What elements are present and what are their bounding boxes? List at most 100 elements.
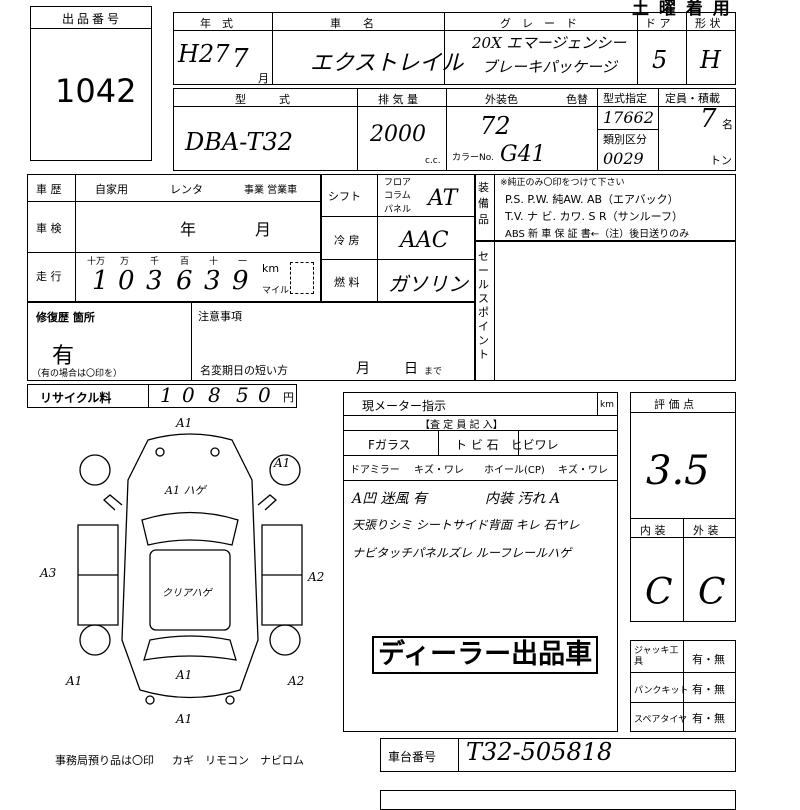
mark-left-door: A3 — [40, 566, 57, 580]
wheel-front-right — [269, 454, 301, 486]
digit-label-100k: 十万 — [87, 257, 106, 267]
door-value: 5 — [652, 46, 668, 74]
capacity-value: 7 — [700, 104, 717, 134]
mirror-label: ドアミラー — [350, 465, 400, 476]
mark-right-door: A2 — [308, 570, 325, 584]
history-rental: レンタ — [170, 183, 203, 196]
recycle-digit-4: 5 — [236, 383, 249, 407]
repair-block — [27, 302, 475, 381]
recycle-yen: 円 — [283, 391, 294, 404]
digit-label-1k: 千 — [150, 257, 160, 267]
office-note: 事務局預り品は〇印 — [55, 754, 154, 767]
memo-line-1: A凹 迷風 有 — [352, 491, 428, 507]
cc-label: 排 気 量 — [378, 93, 418, 106]
year-value: H27 — [178, 40, 230, 68]
wheel-rear-left — [79, 624, 111, 656]
shaken-label: 車 検 — [36, 222, 62, 235]
recycle-digit-5: 0 — [258, 383, 271, 407]
office-items: カギ リモコン ナビロム — [172, 754, 304, 767]
mark-rear-bottom: A1 — [176, 712, 193, 726]
windshield — [141, 511, 239, 546]
mark-hood-note: A1 ハゲ — [165, 484, 206, 497]
mark-rear-top: A1 — [176, 668, 193, 682]
expiry-until: まで — [424, 367, 443, 377]
shape-label: 形 状 — [695, 17, 721, 30]
memo-line-1b: 内装 汚れ A — [485, 491, 561, 507]
wheel-rear-right — [269, 624, 301, 656]
equipment-block — [475, 174, 736, 241]
mark-right-front: A1 — [274, 456, 291, 470]
class-value: 0029 — [603, 149, 644, 168]
type-spec-value: 17662 — [603, 108, 654, 127]
headlight-left — [155, 447, 165, 457]
ac-value: AAC — [400, 228, 449, 253]
ton-unit: トン — [710, 154, 732, 167]
puncture-label: パンクキット — [634, 686, 689, 696]
car-name-label: 車 名 — [330, 17, 374, 30]
color-label: 外装色 — [485, 93, 518, 106]
exterior-value: C — [698, 572, 726, 613]
mark-front-top: A1 — [176, 416, 193, 430]
taillight-left — [145, 695, 155, 705]
shift-block — [321, 174, 475, 302]
meter-label: 現メーター指示 — [362, 399, 447, 413]
shaken-year-unit: 年 — [180, 220, 197, 239]
spare-label: スペアタイヤ — [634, 715, 688, 725]
shift-label: シフト — [328, 190, 361, 203]
memo-line-3: ナビタッチパネルズレ ルーフレールハゲ — [352, 546, 572, 560]
equipment-note: ※純正のみ〇印をつけて下さい — [500, 178, 625, 188]
mark-left-rear: A1 — [66, 674, 83, 688]
cc-value: 2000 — [370, 122, 426, 147]
digit-label-10: 十 — [209, 257, 219, 267]
history-private: 自家用 — [95, 183, 128, 196]
glass-options: ト ビ 石 ヒビワレ — [455, 438, 559, 452]
glass-label: Fガラス — [368, 438, 411, 452]
mileage-digit-4: 6 — [176, 266, 193, 296]
grade-value-2: ブレーキパッケージ — [482, 58, 617, 76]
color-no-label: カラーNo. — [452, 153, 494, 163]
equipment-line-1: P.S. P.W. 純AW. AB（エアバック） — [505, 193, 679, 206]
shift-column: コラム — [384, 191, 411, 201]
taillight-right — [225, 695, 235, 705]
rear-window — [143, 635, 237, 661]
digit-label-100: 百 — [180, 257, 190, 267]
km-unit: km — [262, 262, 280, 275]
grade-value-1: 20X エマージェンシー — [472, 34, 627, 52]
equipment-line-2: T.V. ナ ビ. カワ. S R（サンルーフ） — [505, 210, 683, 223]
fuel-value: ガソリン — [388, 272, 468, 296]
chassis-block — [380, 738, 736, 772]
mileage-digit-1: 1 — [92, 266, 109, 296]
lot-number-box — [30, 6, 152, 161]
car-name-value: エクストレイル — [310, 51, 464, 76]
sales-point-label: セールスポイント — [478, 250, 489, 361]
dealer-stamp: ディーラー出品車 — [372, 636, 599, 674]
color-change-label: 色替 — [566, 93, 588, 106]
digit-label-10k: 万 — [120, 257, 130, 267]
shift-panel: パネル — [384, 205, 412, 215]
shift-floor: フロア — [384, 178, 412, 188]
expiry-month-unit: 月 — [356, 361, 370, 377]
mileage-digit-2: 0 — [118, 266, 135, 296]
mile-checkbox — [290, 262, 314, 294]
interior-value: C — [645, 572, 673, 613]
month-unit: 月 — [258, 72, 269, 85]
door-label: ド ア — [645, 17, 671, 30]
digit-label-1: 一 — [238, 257, 248, 267]
class-label: 類別区分 — [603, 133, 647, 146]
sheet-title: 土 曜 着 用 — [632, 0, 732, 19]
shaken-month-unit: 月 — [255, 220, 272, 239]
puncture-yes-no: 有・無 — [692, 683, 725, 696]
equipment-line-3: ABS 新 車 保 証 書←（注）後日送りのみ — [505, 229, 690, 240]
mileage-digit-5: 3 — [204, 266, 221, 296]
mirror-options: キズ・ワレ — [414, 465, 464, 476]
car-body-outline — [121, 433, 259, 699]
repair-value: 有 — [52, 344, 75, 369]
chassis-value: T32-505818 — [466, 738, 613, 766]
model-value: DBA-T32 — [185, 128, 294, 156]
meter-unit: km — [600, 400, 614, 410]
type-spec-label: 型式指定 — [603, 92, 647, 105]
wheel-label: ホイール(CP) — [484, 465, 545, 476]
spare-yes-no: 有・無 — [692, 712, 725, 725]
mile-unit: マイル — [262, 286, 290, 296]
